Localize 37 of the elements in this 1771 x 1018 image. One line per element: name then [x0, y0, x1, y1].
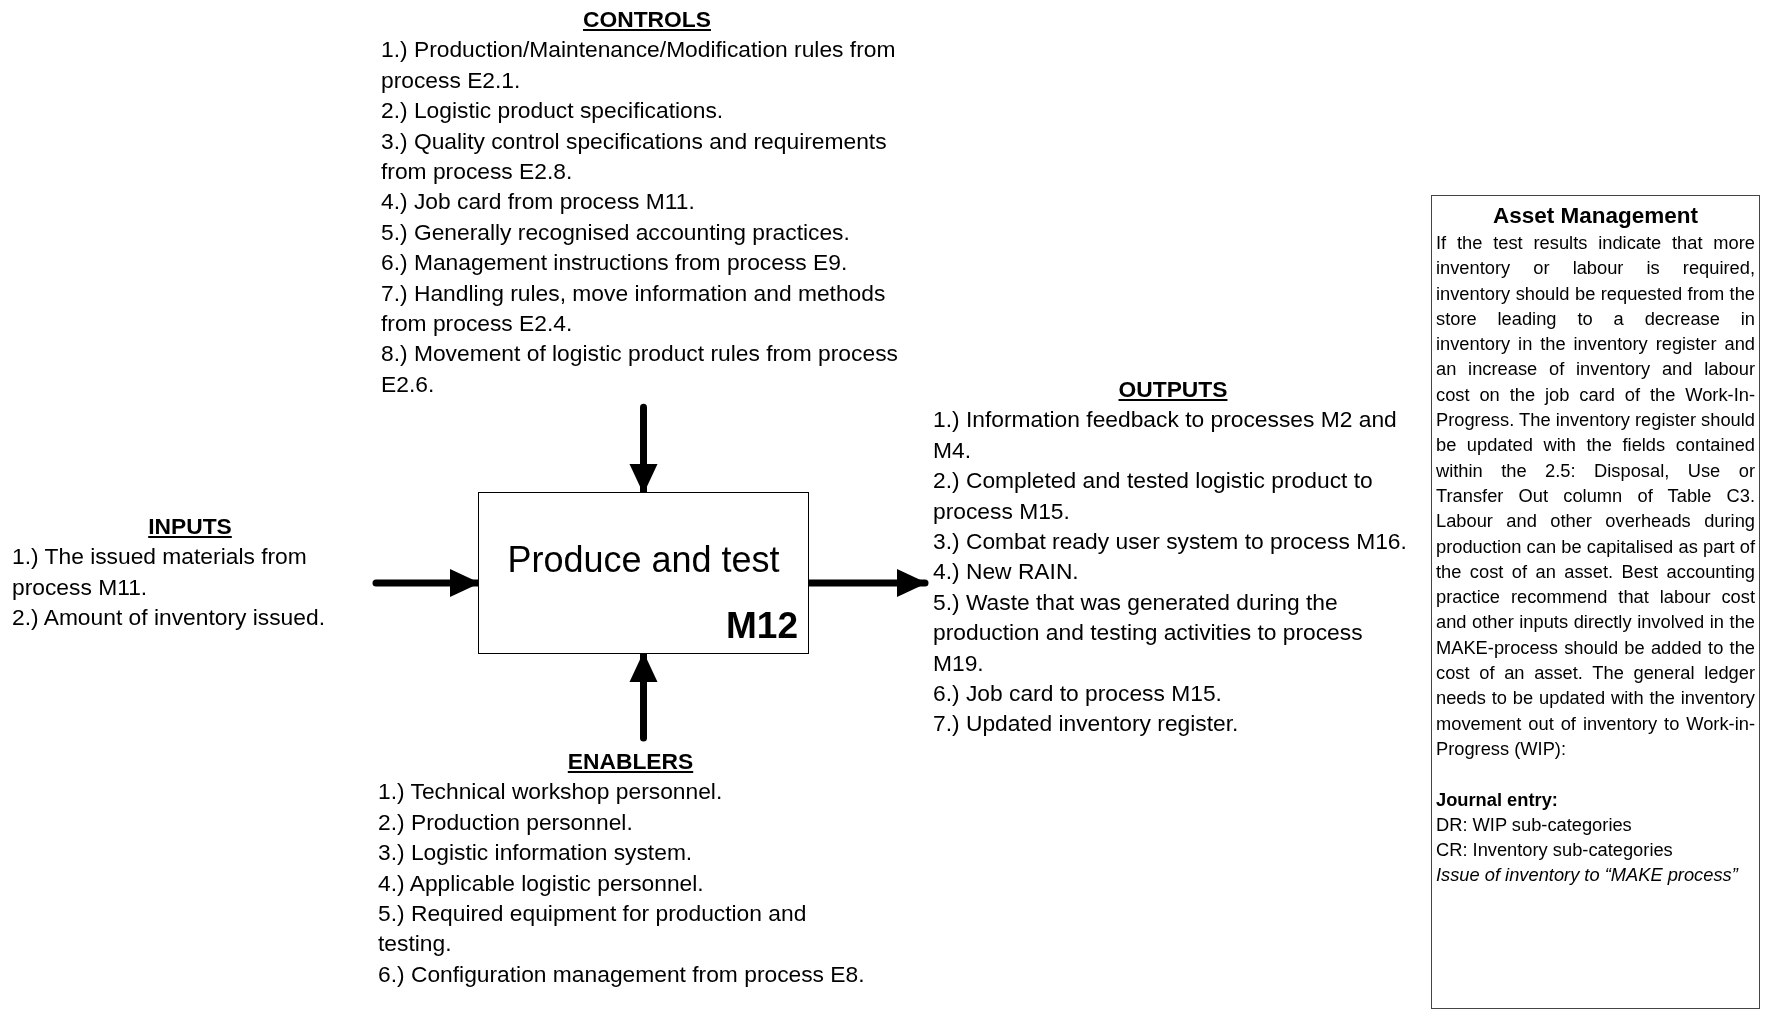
list-item: 6.) Management instructions from process E9. — [381, 248, 849, 278]
list-item: 1.) The issued materials from process M11. — [12, 542, 308, 602]
note-box — [1431, 195, 1760, 1009]
journal-heading: Journal entry: — [1436, 787, 1558, 812]
list-item: 1.) Production/Maintenance/Modification rules from process E2.1. — [381, 35, 897, 95]
list-item: 8.) Movement of logistic product rules from process E2.6. — [381, 339, 899, 399]
section-heading: CONTROLS — [583, 5, 711, 34]
note-heading: Asset Management — [1492, 202, 1699, 230]
list-item: 2.) Amount of inventory issued. — [12, 603, 326, 633]
list-item: 4.) Applicable logistic personnel. — [378, 868, 705, 898]
list-item: 6.) Configuration management from process E8. — [378, 959, 866, 989]
list-item: 2.) Completed and tested logistic product to process M15. — [933, 466, 1374, 526]
section-heading: OUTPUTS — [1118, 375, 1228, 404]
journal-line: DR: WIP sub-categories — [1436, 812, 1632, 837]
list-item: 4.) Job card from process M11. — [381, 187, 696, 217]
list-item: 7.) Handling rules, move information and methods from process E2.4. — [381, 278, 887, 339]
process-box — [478, 492, 809, 654]
list-item: 3.) Combat ready user system to process M16. — [933, 527, 1408, 557]
list-item: 3.) Logistic information system. — [378, 838, 694, 868]
list-item: 7.) Updated inventory register. — [933, 709, 1240, 739]
note-paragraph: If the test results indicate that more inventory or labour is required, inventory should be requested from the store leading to a decrease in inventory in the inventory register and an increase of inventory and labour cost on the job card of the Work-In-Progress. The inventory register should be updated with the fields contained within the 2.5: Disposal, Use or Transfer Out column of Table C3. Labour and other overheads during production can be capitalised as part of the cost of an asset. Best accounting practice recommend that labour cost and other inputs directly involved in the MAKE-process should be added to the cost of an asset. The general ledger needs to be updated with the inventory movement out of inventory to Work-in-Progress (WIP): — [1436, 231, 1755, 761]
note-remark: Issue of inventory to “MAKE process” — [1436, 863, 1740, 888]
journal-line: CR: Inventory sub-categories — [1436, 838, 1673, 863]
list-item: 2.) Production personnel. — [378, 807, 634, 837]
process-id: M12 — [726, 605, 798, 647]
list-item: 2.) Logistic product specifications. — [381, 96, 725, 126]
list-item: 4.) New RAIN. — [933, 557, 1080, 587]
section-heading: ENABLERS — [567, 747, 694, 776]
list-item: 6.) Job card to process M15. — [933, 679, 1223, 709]
list-item: 1.) Technical workshop personnel. — [378, 777, 724, 807]
list-item: 1.) Information feedback to processes M2 and M4. — [933, 405, 1398, 465]
process-title: Produce and test — [507, 539, 780, 581]
list-item: 5.) Required equipment for production and testing. — [378, 899, 808, 959]
section-heading: INPUTS — [148, 512, 232, 541]
list-item: 5.) Generally recognised accounting practices. — [381, 217, 851, 247]
list-item: 3.) Quality control specifications and requirements from process E2.8. — [381, 126, 888, 187]
list-item: 5.) Waste that was generated during the production and testing activities to process M19. — [933, 587, 1364, 678]
